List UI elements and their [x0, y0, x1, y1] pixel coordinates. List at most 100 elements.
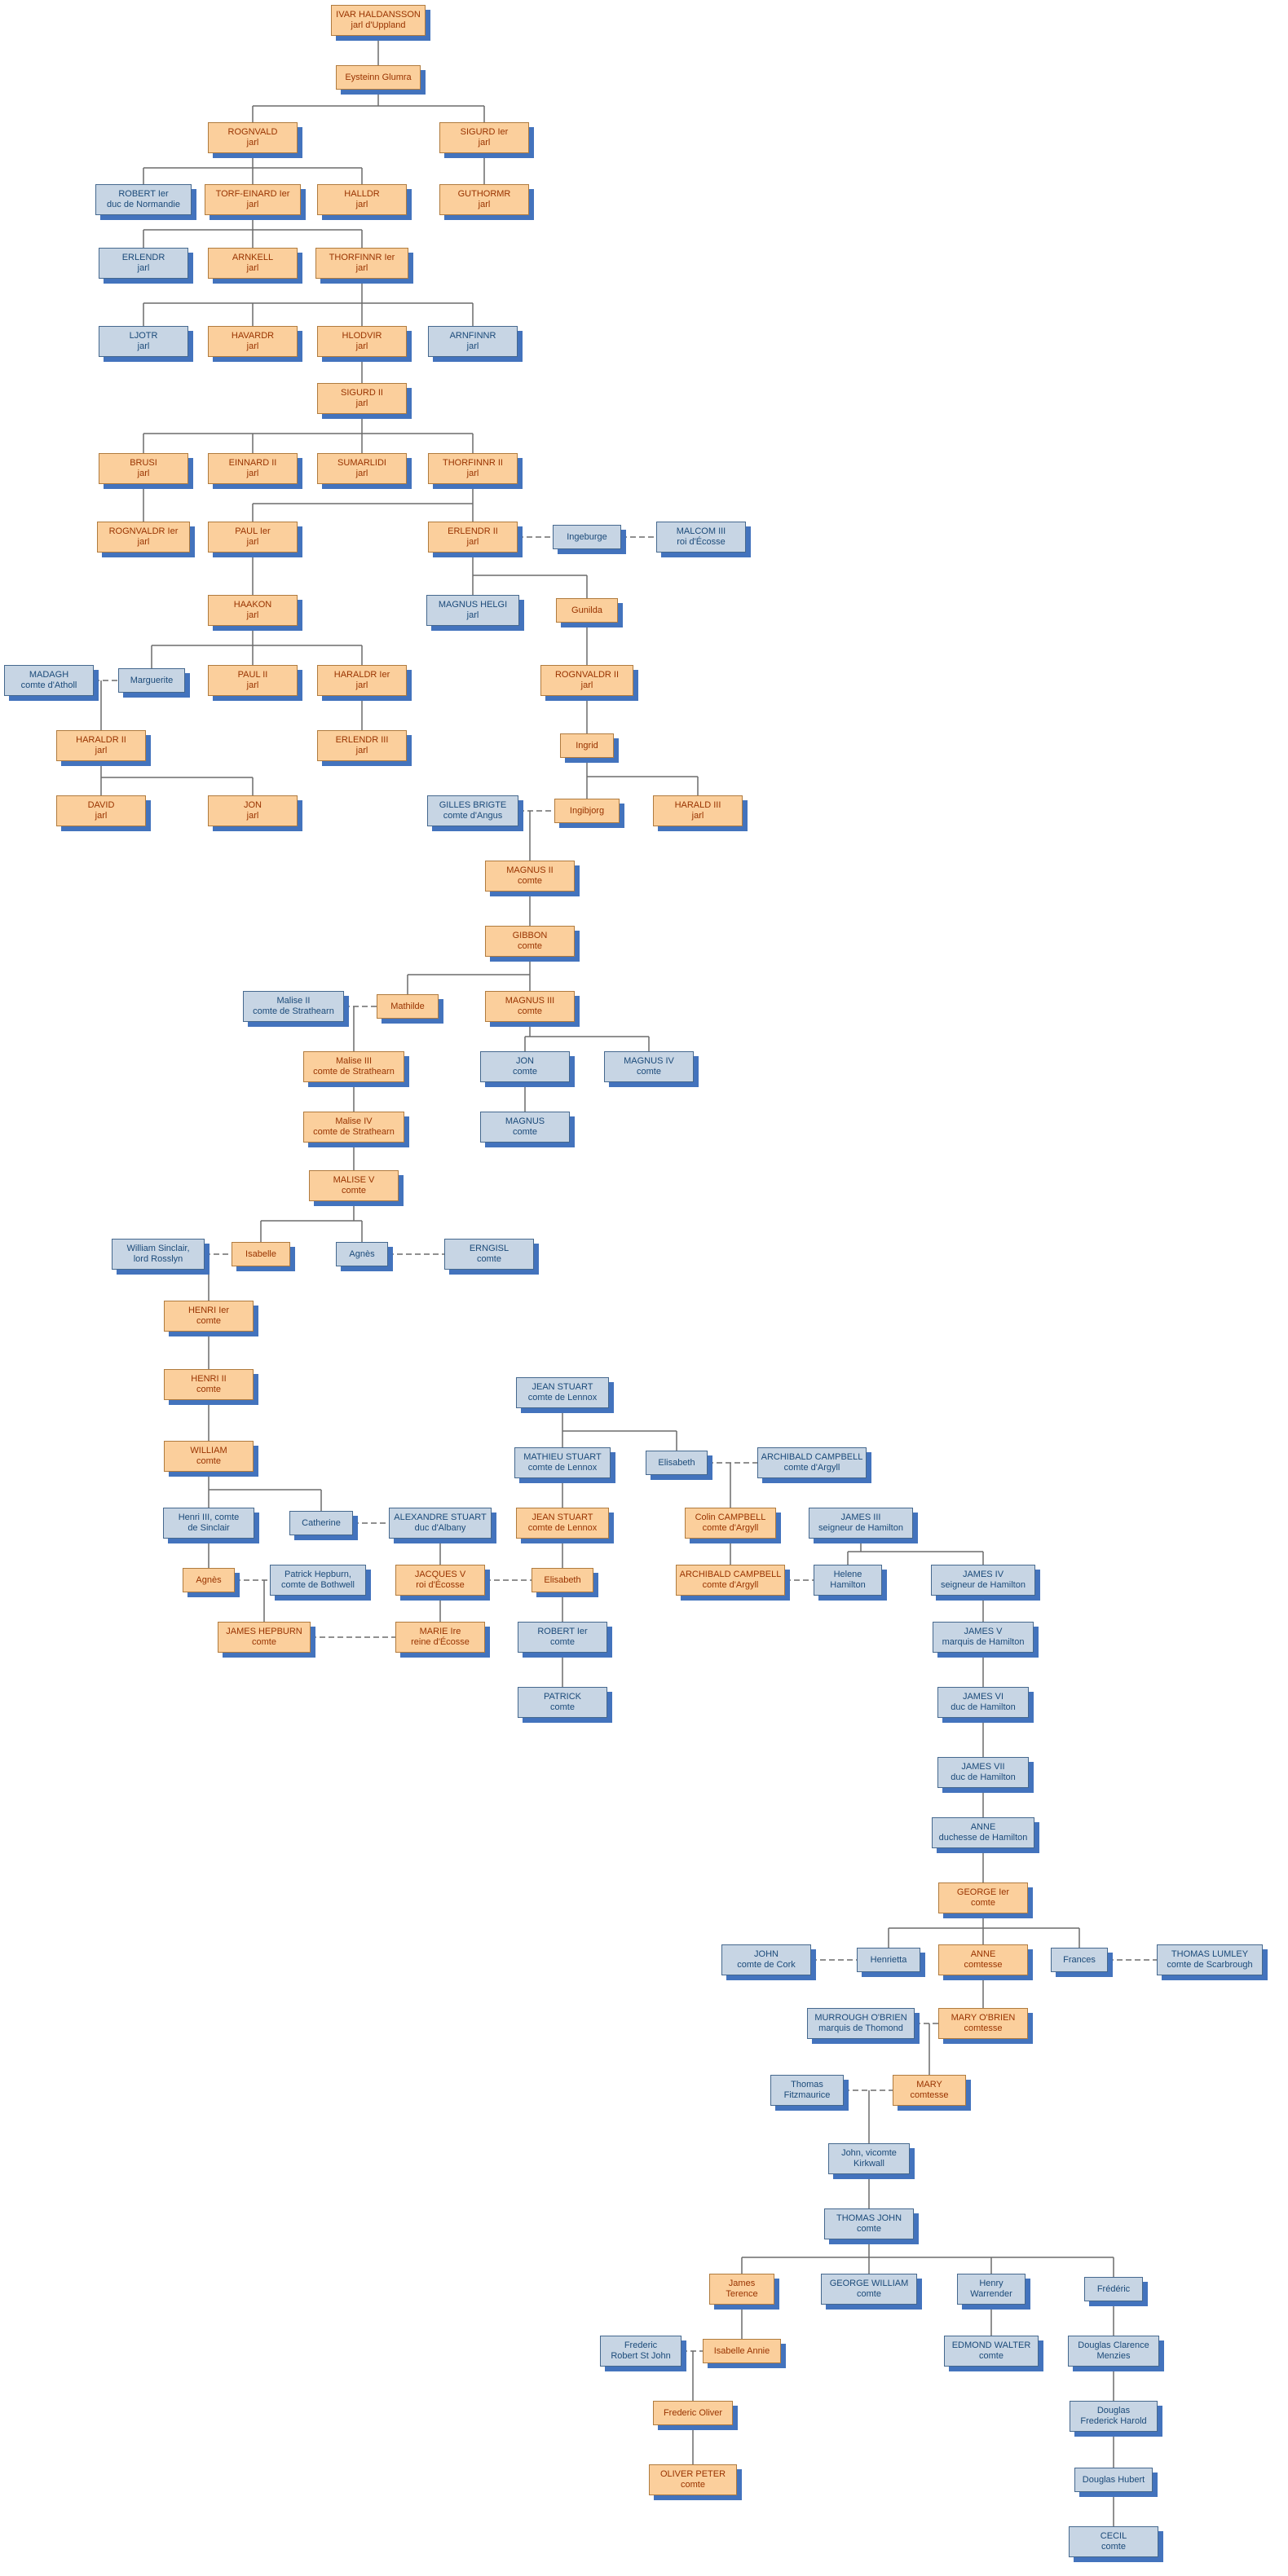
person-title: jarl d'Uppland	[351, 20, 406, 30]
person-title: Terence	[726, 2289, 758, 2299]
person-ingibjorg: Ingibjorg	[554, 799, 620, 823]
person-name: GEORGE Ier	[956, 1887, 1010, 1897]
person-name: James	[728, 2279, 756, 2288]
person-title: comte de Bothwell	[281, 1580, 355, 1590]
person-title: lord Rosslyn	[133, 1254, 183, 1264]
person-name: OLIVER PETER	[659, 2469, 726, 2479]
person-name: John, vicomte	[841, 2148, 897, 2158]
person-name: ARNKELL	[232, 253, 274, 262]
person-name: Douglas Hubert	[1082, 2474, 1145, 2485]
person-title: Hamilton	[830, 1580, 866, 1590]
person-douglas_hubert: Douglas Hubert	[1074, 2468, 1153, 2492]
person-title: comte de Scarbrough	[1167, 1960, 1253, 1970]
person-name: Frances	[1063, 1954, 1096, 1965]
person-name: JEAN STUART	[532, 1513, 593, 1522]
person-title: comte d'Angus	[443, 811, 503, 821]
person-title: seigneur de Hamilton	[818, 1523, 903, 1533]
person-name: ARCHIBALD CAMPBELL	[679, 1570, 782, 1579]
person-name: Frédéric	[1096, 2283, 1131, 2294]
person-title: jarl	[355, 200, 368, 209]
person-title: duc de Normandie	[107, 200, 180, 209]
person-title: Frederick Harold	[1080, 2416, 1147, 2426]
person-name: MATHIEU STUART	[523, 1452, 602, 1462]
person-name: ROGNVALD	[227, 127, 278, 137]
person-title: comte	[518, 1006, 542, 1016]
person-name: HARALD III	[674, 800, 721, 810]
person-name: Henry	[979, 2279, 1003, 2288]
person-title: comte	[857, 2224, 881, 2234]
person-title: comte de Strathearn	[313, 1127, 395, 1137]
person-name: JAMES VI	[962, 1692, 1004, 1702]
person-title: jarl	[355, 399, 368, 408]
person-name: HLODVIR	[342, 331, 382, 341]
person-name: CECIL	[1100, 2531, 1127, 2541]
person-name: ERLENDR III	[335, 735, 389, 745]
person-name: ANNE	[970, 1949, 996, 1959]
person-title: jarl	[355, 746, 368, 755]
person-name: GILLES BRIGTE	[439, 800, 507, 810]
person-name: Elisabeth	[658, 1457, 695, 1468]
person-name: Malise III	[335, 1056, 372, 1066]
person-catherine: Catherine	[289, 1511, 353, 1535]
person-title: jarl	[246, 537, 259, 547]
person-name: MADAGH	[29, 670, 69, 680]
person-title: comte de Cork	[737, 1960, 796, 1970]
person-name: Ingrid	[576, 740, 598, 751]
person-title: jarl	[478, 200, 491, 209]
person-name: Henri III, comte	[178, 1513, 240, 1522]
person-title: comte	[550, 1637, 575, 1647]
person-title: comte d'Argyll	[702, 1523, 759, 1533]
person-name: JEAN STUART	[532, 1382, 593, 1392]
person-title: comte	[550, 1702, 575, 1712]
person-name: ROBERT Ier	[537, 1627, 588, 1636]
person-title: comte d'Argyll	[783, 1463, 840, 1473]
person-name: EINNARD II	[228, 458, 277, 468]
person-title: comte	[196, 1385, 221, 1394]
person-title: comte de Strathearn	[313, 1067, 395, 1077]
person-name: BRUSI	[130, 458, 157, 468]
person-title: comte	[1101, 2542, 1126, 2552]
person-title: comte d'Argyll	[702, 1580, 759, 1590]
person-title: jarl	[246, 469, 259, 478]
person-title: comte	[979, 2351, 1003, 2361]
person-name: ANNE	[970, 1822, 996, 1832]
person-title: Menzies	[1096, 2351, 1131, 2361]
person-name: THORFINNR Ier	[329, 253, 395, 262]
person-title: comtesse	[910, 2090, 949, 2100]
person-title: jarl	[246, 341, 259, 351]
person-title: jarl	[95, 746, 108, 755]
person-name: THOMAS LUMLEY	[1171, 1949, 1249, 1959]
person-title: jarl	[246, 610, 259, 620]
person-name: William Sinclair,	[126, 1244, 190, 1253]
